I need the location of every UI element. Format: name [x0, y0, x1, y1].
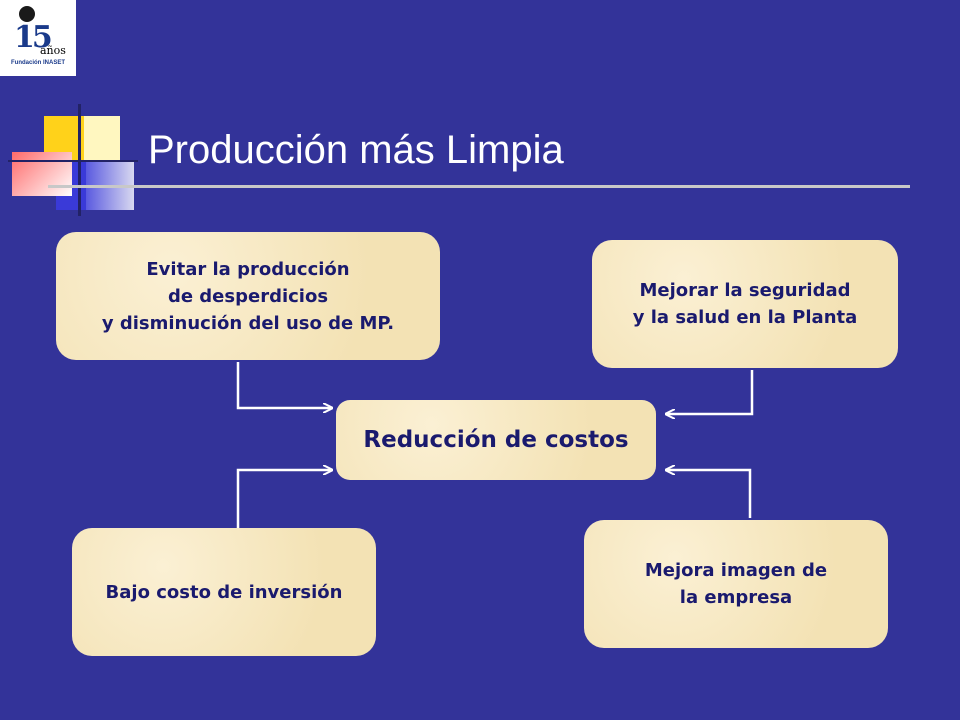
- box-safety-health: Mejorar la seguridad y la salud en la Pl…: [592, 240, 898, 368]
- box-cost-reduction: Reducción de costos: [336, 400, 656, 480]
- title-underline: [48, 185, 910, 188]
- arrow-top-right: [666, 370, 754, 414]
- box-cost-reduction-label: Reducción de costos: [363, 426, 629, 453]
- logo-anos: años: [40, 44, 66, 57]
- box-reduce-waste-label: Evitar la producción de desperdicios y d…: [101, 258, 395, 334]
- box-company-image-label: Mejora imagen de la empresa: [644, 560, 828, 608]
- arrow-bottom-left: [236, 470, 332, 528]
- logo-organization: Fundación INASET: [11, 60, 65, 66]
- logo-number: 15: [14, 20, 53, 55]
- box-company-image: Mejora imagen de la empresa: [584, 520, 888, 648]
- logo: 15 años Fundación INASET: [0, 0, 76, 76]
- box-reduce-waste: Evitar la producción de desperdicios y d…: [56, 232, 440, 360]
- box-safety-health-label: Mejorar la seguridad y la salud en la Pl…: [632, 280, 858, 328]
- page-title: Producción más Limpia: [148, 128, 564, 172]
- box-low-investment-label: Bajo costo de inversión: [105, 581, 343, 603]
- arrow-top-left: [236, 362, 332, 408]
- box-low-investment: Bajo costo de inversión: [72, 528, 376, 656]
- logo-dot-icon: [19, 6, 35, 22]
- arrow-bottom-right: [666, 470, 752, 518]
